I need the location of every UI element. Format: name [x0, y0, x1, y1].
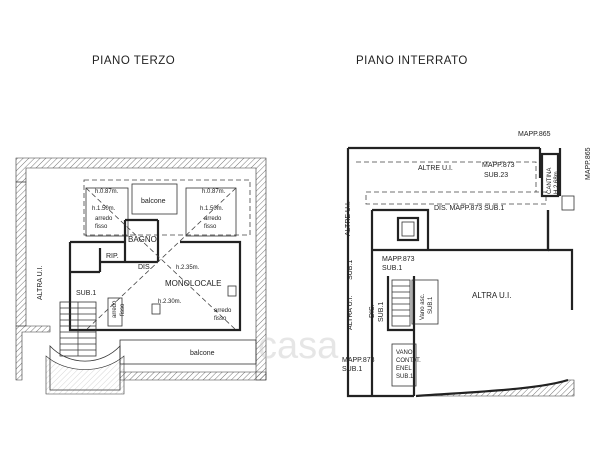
elevator-shaft — [396, 216, 420, 242]
corridor-dashed — [365, 191, 547, 205]
label-altra-ui-left: ALTRA U.I. — [347, 295, 354, 330]
label-altre-ui-top: ALTRE U.I. — [418, 165, 453, 172]
label-altre-ui-side: ALTRE U.I. — [345, 201, 352, 236]
balcone-bottom — [119, 339, 257, 365]
label-arredo-right: arredo — [204, 216, 222, 222]
interior-walls — [68, 218, 242, 332]
interrato-right-curve-line — [415, 378, 569, 398]
bottom-left-wall — [15, 325, 51, 381]
label-h268: H.2.68m. — [554, 169, 560, 194]
label-mapp865-side: MAPP.865 — [585, 147, 592, 180]
vano-ascensore — [411, 279, 439, 325]
label-fisso-bottom: fisso — [214, 316, 227, 322]
label-monolocale: MONOLOCALE — [165, 279, 221, 288]
stair-steps-interrato — [392, 285, 410, 317]
label-fisso-left: fisso — [95, 224, 108, 230]
cantina-room — [540, 152, 560, 198]
label-balcone-bottom: balcone — [190, 350, 215, 357]
label-h087-left: h.0.87m. — [95, 189, 119, 195]
small-shaft — [227, 285, 237, 297]
cantina-step — [561, 195, 575, 211]
upper-dashed-zone — [356, 161, 537, 192]
label-h235: h.2.35m. — [176, 265, 200, 271]
interrato-right-wall — [546, 210, 574, 310]
elevator-inner — [401, 221, 415, 237]
label-mapp873-sub23-a: MAPP.873 — [482, 162, 515, 169]
label-sub1-vert: SUB.1 — [347, 260, 354, 280]
label-dis: DIS. — [138, 264, 152, 271]
label-mapp873-bottom-a: MAPP.873 — [342, 357, 375, 364]
stair-steps — [60, 302, 96, 356]
label-sub1-left: SUB.1 — [76, 290, 96, 297]
upper-zone-outline — [83, 179, 251, 236]
label-vano: VANO — [396, 350, 413, 356]
label-fisso-left-small: fisso — [120, 303, 126, 316]
label-sub1-vert3: SUB.1 — [428, 296, 434, 314]
label-h150-right: h.1.50m. — [200, 206, 224, 212]
label-mapp873-sub23-b: SUB.23 — [484, 172, 508, 179]
roof-diagonal-2 — [85, 187, 237, 331]
room-left-arredo — [85, 187, 129, 237]
plan-piano-interrato: PIANO INTERRATO MAPP.865 MAPP.865 ALTRE … — [342, 55, 592, 398]
label-dis-mapp: DIS. MAPP.873 SUB.1 — [434, 205, 504, 212]
label-fisso-right: fisso — [204, 224, 217, 230]
label-mapp865-top: MAPP.865 — [518, 131, 551, 138]
vano-contatori — [391, 343, 417, 387]
plan-title-interrato: PIANO INTERRATO — [356, 55, 468, 67]
label-sub1-enel: SUB.1 — [396, 374, 414, 380]
label-arredo-left-small: arredo — [112, 300, 118, 318]
label-mapp873-sub1-b: SUB.1 — [382, 265, 402, 272]
label-balcone-top: balcone — [141, 198, 166, 205]
plan-title-terzo: PIANO TERZO — [92, 55, 175, 67]
label-contat: CONTAT. — [396, 358, 421, 364]
label-arredo-bottom: arredo — [214, 308, 232, 314]
plan-piano-terzo: PIANO TERZO balcone h.0.87m. h.0.87m. h.… — [15, 55, 267, 395]
label-h087-right: h.0.87m. — [202, 189, 226, 195]
arredo-small-left — [107, 297, 123, 327]
label-dis-vert: DIS. — [369, 304, 376, 318]
label-cantina: CANTINA — [547, 168, 553, 194]
label-mapp873-bottom-b: SUB.1 — [342, 366, 362, 373]
label-altra-ui-left: ALTRA U.I. — [37, 265, 44, 300]
curved-wall — [45, 355, 125, 395]
label-rip: RIP. — [106, 253, 119, 260]
label-h230: h.2.30m. — [158, 299, 182, 305]
label-bagno: BAGNO — [128, 235, 157, 244]
label-enel: ENEL — [396, 366, 412, 372]
small-column — [151, 303, 161, 315]
label-h150-left: h.1.50m. — [92, 206, 116, 212]
interrato-outer-wall — [346, 146, 562, 398]
watermark: casa — [258, 325, 339, 367]
label-sub1-vert2: SUB.1 — [378, 302, 385, 322]
stair-interrato — [391, 279, 411, 327]
label-arredo-left: arredo — [95, 216, 113, 222]
bottom-right-wall — [119, 371, 267, 381]
room-right-arredo — [185, 187, 237, 237]
label-altra-ui-right: ALTRA U.I. — [472, 291, 511, 300]
label-mapp873-sub1-a: MAPP.873 — [382, 256, 415, 263]
roof-diagonal-1 — [85, 187, 237, 331]
left-perimeter-wall — [15, 181, 27, 327]
balcone-top — [131, 183, 178, 215]
label-vano-asc: Vano asc. — [420, 293, 426, 320]
